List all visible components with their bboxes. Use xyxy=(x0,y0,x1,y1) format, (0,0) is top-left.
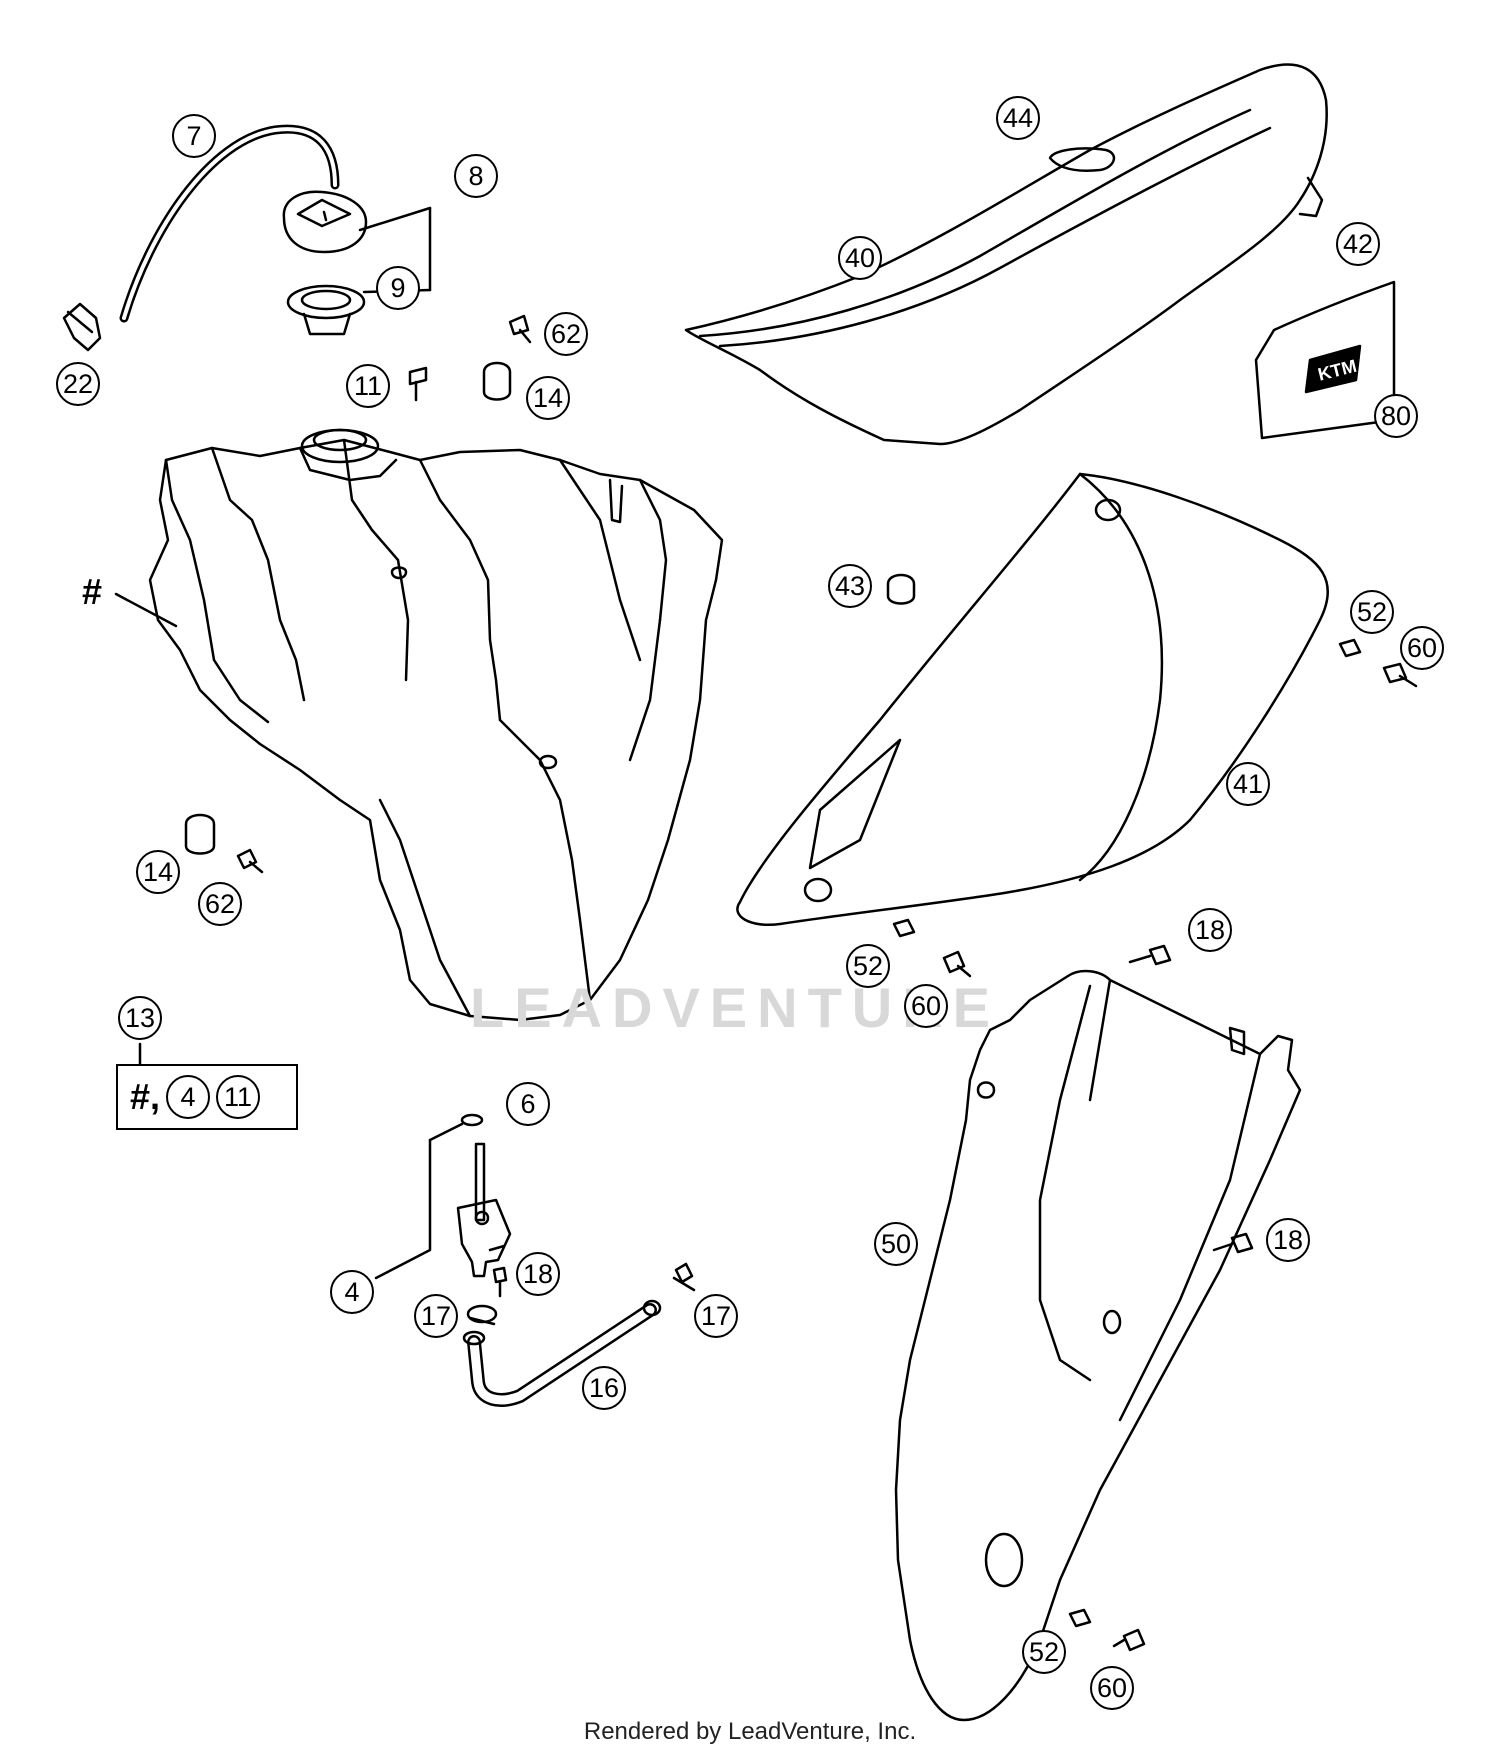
washer-52-bottom xyxy=(1068,1608,1092,1628)
elbow-fitting xyxy=(62,302,102,352)
kit-box: #, 4 11 xyxy=(116,1064,298,1130)
kit-box-item-4[interactable]: 4 xyxy=(166,1075,211,1119)
screw-60-mid xyxy=(942,950,972,978)
shroud xyxy=(894,969,1302,1722)
callout-62-top[interactable]: 62 xyxy=(544,312,588,356)
callout-14-bottom[interactable]: 14 xyxy=(136,850,180,894)
screw-18-tap xyxy=(492,1266,508,1298)
callout-16[interactable]: 16 xyxy=(582,1366,626,1410)
seat xyxy=(684,63,1328,446)
kit-box-item-11[interactable]: 11 xyxy=(216,1075,261,1119)
leader-6 xyxy=(428,1122,464,1142)
callout-52-top[interactable]: 52 xyxy=(1350,590,1394,634)
callout-62-bottom[interactable]: 62 xyxy=(198,882,242,926)
callout-6[interactable]: 6 xyxy=(506,1082,550,1126)
hose-clamp-17-left xyxy=(466,1304,498,1326)
callout-18-lower[interactable]: 18 xyxy=(1266,1218,1310,1262)
callout-17-left[interactable]: 17 xyxy=(414,1294,458,1338)
callout-52-bottom[interactable]: 52 xyxy=(1022,1630,1066,1674)
leader-8 xyxy=(358,206,432,232)
leader-4 xyxy=(374,1138,432,1280)
callout-60-top[interactable]: 60 xyxy=(1400,626,1444,670)
callout-18-upper[interactable]: 18 xyxy=(1188,908,1232,952)
bolt-18-upper xyxy=(1128,944,1172,966)
callout-17-right[interactable]: 17 xyxy=(694,1294,738,1338)
callout-9[interactable]: 9 xyxy=(376,266,420,310)
kit-box-marker: #, xyxy=(130,1076,161,1117)
callout-13[interactable]: 13 xyxy=(118,996,162,1040)
grommet-43 xyxy=(886,573,916,605)
callout-22[interactable]: 22 xyxy=(56,362,100,406)
callout-40[interactable]: 40 xyxy=(838,236,882,280)
o-ring-6 xyxy=(460,1113,484,1127)
screw-62-top xyxy=(508,314,532,344)
callout-4[interactable]: 4 xyxy=(330,1270,374,1314)
callout-8[interactable]: 8 xyxy=(454,154,498,198)
washer-52-mid xyxy=(892,918,916,938)
bolt-18-lower xyxy=(1212,1232,1254,1254)
callout-52-mid[interactable]: 52 xyxy=(846,944,890,988)
hose-clamp-17-right xyxy=(672,1262,696,1292)
callout-42[interactable]: 42 xyxy=(1336,222,1380,266)
washer-52-top xyxy=(1338,638,1362,658)
screw-11 xyxy=(408,366,428,402)
fuel-cap xyxy=(282,190,368,254)
breather-hose xyxy=(119,124,340,323)
callout-50[interactable]: 50 xyxy=(874,1222,918,1266)
spacer-14-bottom xyxy=(184,813,216,855)
callout-43[interactable]: 43 xyxy=(828,564,872,608)
cap-gasket xyxy=(286,284,366,336)
screw-60-top xyxy=(1382,662,1418,688)
callout-60-mid[interactable]: 60 xyxy=(904,984,948,1028)
callout-80[interactable]: 80 xyxy=(1374,394,1418,438)
tank-marker: # xyxy=(82,571,103,612)
callout-44[interactable]: 44 xyxy=(996,96,1040,140)
callout-18-tap[interactable]: 18 xyxy=(516,1252,560,1296)
watermark: LEADVENTURE xyxy=(470,976,1001,1039)
spacer-14-top xyxy=(482,361,512,401)
fuel-tank xyxy=(148,428,724,1022)
side-panel xyxy=(736,472,1330,927)
screw-60-bottom xyxy=(1112,1628,1146,1652)
leader-tank-marker xyxy=(114,592,178,628)
callout-11[interactable]: 11 xyxy=(346,364,390,408)
screw-62-bottom xyxy=(236,848,264,874)
callout-41[interactable]: 41 xyxy=(1226,762,1270,806)
fuel-tap xyxy=(456,1142,512,1278)
callout-14-top[interactable]: 14 xyxy=(526,376,570,420)
render-credit: Rendered by LeadVenture, Inc. xyxy=(583,1718,917,1745)
callout-60-bottom[interactable]: 60 xyxy=(1090,1666,1134,1710)
callout-7[interactable]: 7 xyxy=(172,114,216,158)
fuel-hose xyxy=(462,1299,662,1407)
